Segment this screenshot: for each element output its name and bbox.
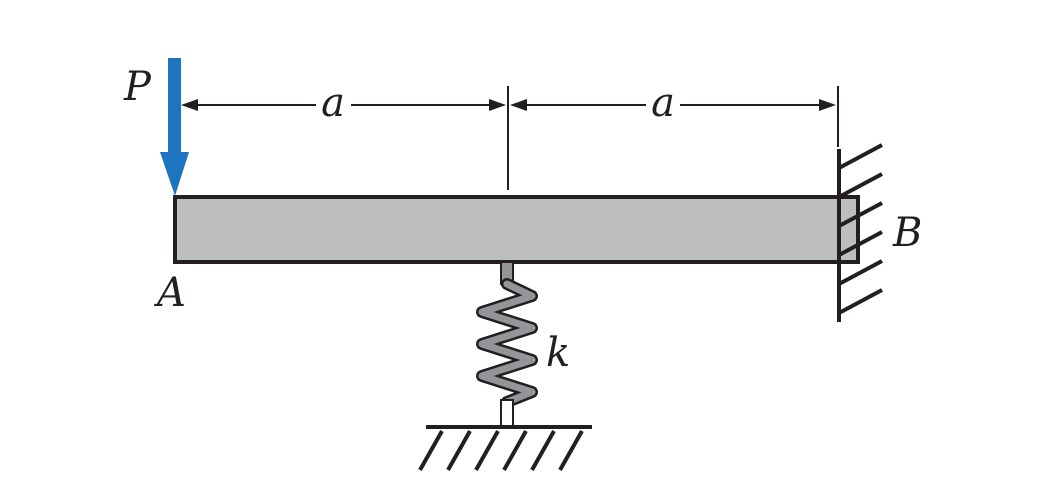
span-left-label: a	[321, 80, 345, 126]
dimension-lines	[189, 86, 839, 190]
load-label: P	[123, 64, 152, 110]
end-b-label: B	[892, 210, 922, 256]
spring-label: k	[546, 330, 570, 376]
end-a-label: A	[153, 270, 186, 316]
load-arrow	[160, 58, 189, 196]
span-right-label: a	[651, 80, 675, 126]
spring	[476, 261, 538, 428]
ground-support	[418, 425, 592, 471]
dimension-arrowheads	[181, 99, 836, 111]
beam	[173, 195, 860, 264]
fixed-support-b	[837, 143, 883, 322]
